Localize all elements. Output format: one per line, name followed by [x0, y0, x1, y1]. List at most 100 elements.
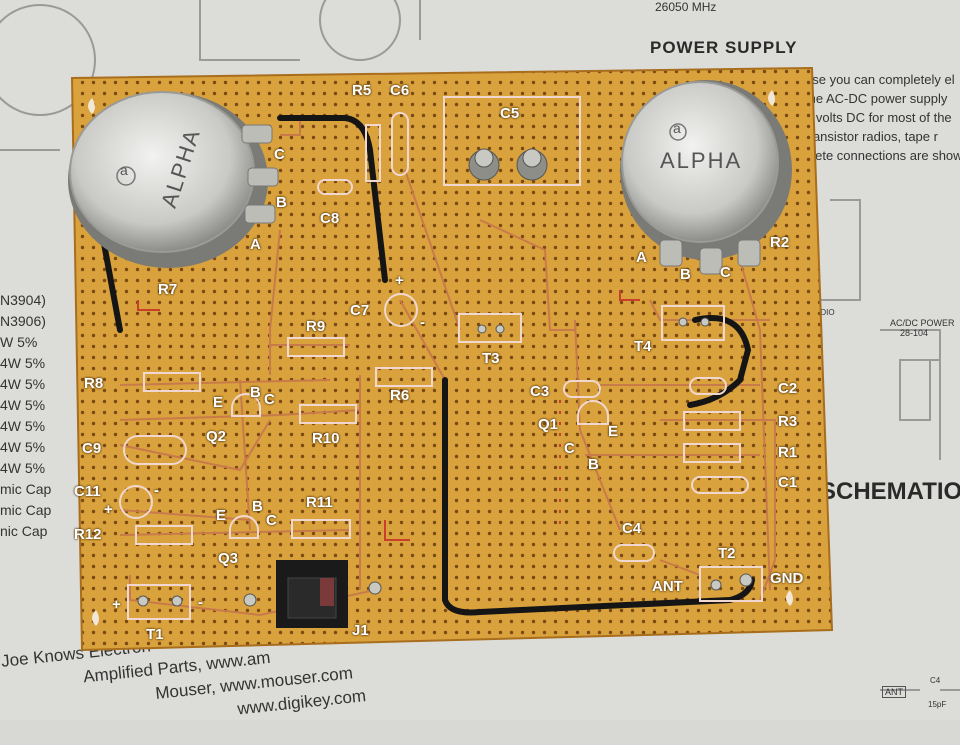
- label-right-pot-b: B: [680, 266, 691, 283]
- label-q1: Q1: [538, 416, 559, 433]
- right-pot-brand: ALPHA: [660, 148, 743, 173]
- r6-outline: [375, 367, 433, 387]
- label-c11: C11: [74, 483, 101, 500]
- label-c9: C9: [82, 440, 102, 457]
- left-potentiometer[interactable]: [68, 91, 279, 268]
- label-t2: T2: [718, 545, 736, 562]
- c3-outline: [563, 380, 601, 398]
- r8-outline: [143, 372, 201, 392]
- label-c1: C1: [778, 474, 798, 491]
- r9-outline: [287, 337, 345, 357]
- label-q2-e: E: [213, 394, 224, 411]
- c11-outline: [119, 485, 153, 519]
- label-t1: T1: [146, 626, 164, 643]
- label-c7-plus: +: [395, 272, 404, 289]
- label-j1: J1: [352, 622, 369, 639]
- label-c7: C7: [350, 302, 370, 319]
- label-q2-c: C: [264, 391, 275, 408]
- right-pot-logo: a: [673, 120, 683, 136]
- label-q1-c: C: [564, 440, 575, 457]
- t2-outline: [699, 566, 763, 602]
- label-c11-minus: -: [154, 482, 159, 499]
- label-c3: C3: [530, 383, 550, 400]
- label-q3-b: B: [252, 498, 263, 515]
- label-ant: ANT: [652, 578, 683, 595]
- label-r5: R5: [352, 82, 372, 99]
- label-r1: R1: [778, 444, 798, 461]
- r3-outline: [683, 411, 741, 431]
- q1-outline: [577, 400, 609, 425]
- label-t1-plus: +: [112, 596, 121, 613]
- label-c2: C2: [778, 380, 798, 397]
- label-left-pot-b: B: [276, 194, 287, 211]
- c9-outline: [123, 435, 187, 465]
- label-q3-e: E: [216, 507, 227, 524]
- q3-outline: [229, 515, 259, 539]
- left-pot-logo: a: [120, 162, 130, 178]
- label-r11: R11: [306, 494, 333, 511]
- c1-outline: [691, 476, 749, 494]
- q2-outline: [231, 393, 261, 417]
- r10-outline: [299, 404, 357, 424]
- c8-outline: [317, 179, 353, 195]
- label-c6: C6: [390, 82, 410, 99]
- label-q1-b: B: [588, 456, 599, 473]
- label-q2: Q2: [206, 428, 227, 445]
- parts-list-text: N3904) N3906) W 5% 4W 5% 4W 5% 4W 5% 4W …: [0, 292, 52, 539]
- label-c4: C4: [622, 520, 642, 537]
- solder-joints: [137, 317, 753, 607]
- label-right-pot-c: C: [720, 264, 731, 281]
- t1-outline: [127, 584, 191, 620]
- label-c5: C5: [500, 105, 520, 122]
- r1-outline: [683, 443, 741, 463]
- power-supply-heading: POWER SUPPLY: [650, 38, 798, 57]
- c7-outline: [384, 293, 418, 327]
- label-t4: T4: [634, 338, 652, 355]
- label-q2-b: B: [250, 384, 261, 401]
- right-potentiometer[interactable]: [620, 80, 792, 275]
- label-r6: R6: [390, 387, 410, 404]
- c2-outline: [689, 377, 727, 395]
- schematic-lines: [0, 0, 960, 691]
- label-r2: R2: [770, 234, 790, 251]
- freq-text: 26050 MHz: [655, 0, 717, 14]
- power-supply-text: use you can completely el the AC-DC powe…: [805, 72, 960, 163]
- label-r10: R10: [312, 430, 340, 447]
- c5-terminals: [443, 96, 581, 186]
- label-r8: R8: [84, 375, 104, 392]
- label-c7-minus: -: [420, 314, 425, 331]
- c4-outline: [613, 544, 655, 562]
- j1-jack[interactable]: [276, 560, 348, 628]
- label-c8: C8: [320, 210, 340, 227]
- ac-dc-sub: 28-104: [900, 328, 929, 338]
- t4-outline: [661, 305, 725, 341]
- r5-outline: [365, 124, 381, 182]
- label-r3: R3: [778, 413, 798, 430]
- schematic-heading: SCHEMATIO: [820, 478, 960, 505]
- label-c11-plus: +: [104, 501, 113, 518]
- label-q1-e: E: [608, 423, 619, 440]
- mounting-notches: [88, 90, 793, 626]
- ant-box: ANT: [882, 686, 906, 698]
- c4-small: C4: [930, 676, 941, 685]
- adio-label: ADIO: [815, 308, 835, 317]
- perfboard-photo: [68, 66, 834, 652]
- label-q3: Q3: [218, 550, 239, 567]
- r12-outline: [135, 525, 193, 545]
- label-q3-c: C: [266, 512, 277, 529]
- t3-outline: [458, 313, 522, 343]
- c4-value: 15pF: [928, 700, 947, 709]
- label-left-pot-c: C: [274, 146, 285, 163]
- r11-outline: [291, 519, 351, 539]
- red-traces: [137, 290, 640, 541]
- ac-dc-label: AC/DC POWER: [890, 318, 955, 328]
- label-t3: T3: [482, 350, 500, 367]
- c6-outline: [391, 112, 409, 176]
- label-left-pot-a: A: [250, 236, 261, 253]
- component-outlines: [119, 112, 763, 620]
- label-r12: R12: [74, 526, 102, 543]
- label-right-pot-a: A: [636, 249, 647, 266]
- label-gnd: GND: [770, 570, 804, 587]
- label-r7: R7: [158, 281, 178, 298]
- label-t1-minus: -: [198, 594, 203, 611]
